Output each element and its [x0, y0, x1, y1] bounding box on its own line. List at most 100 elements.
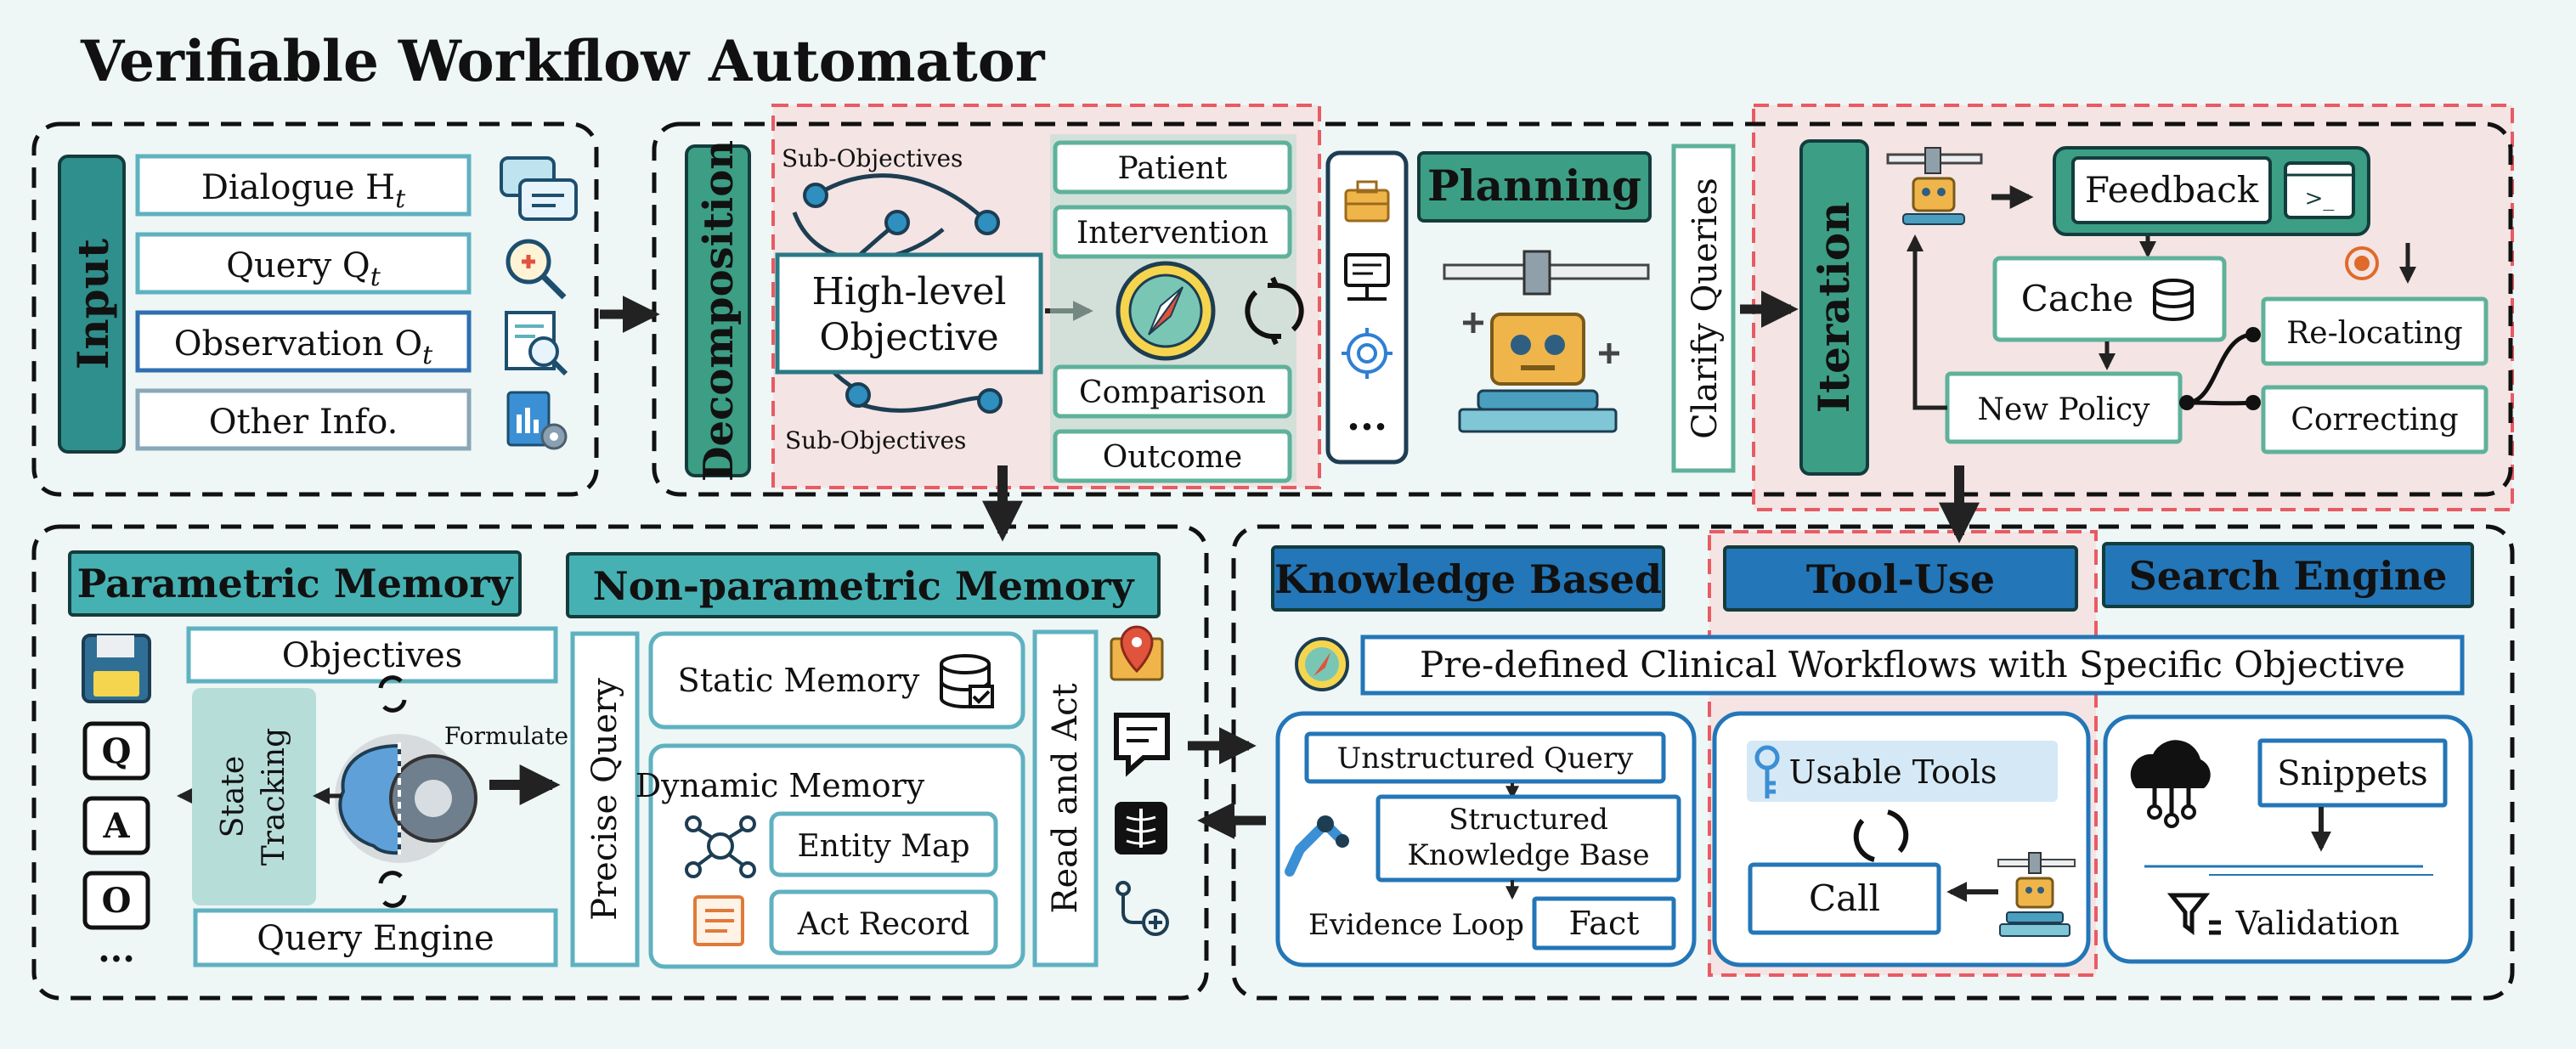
call-label: Call: [1809, 877, 1880, 919]
cache-label: Cache: [2021, 278, 2134, 319]
input-other-label: Other Info.: [209, 403, 398, 442]
precise-query-box: [570, 631, 640, 967]
answer-letter: A: [102, 806, 130, 846]
question-letter-box: [82, 721, 150, 781]
input-item-observation: [135, 310, 472, 373]
planning-ellipsis: ...: [1347, 393, 1387, 439]
snippets-label: Snippets: [2277, 754, 2427, 793]
structured-kb-line1: Structured: [1449, 803, 1608, 837]
correcting-label: Correcting: [2291, 403, 2458, 437]
feedback-label: Feedback: [2085, 169, 2259, 211]
filter-list-icon: [2166, 893, 2221, 935]
map-pin-icon: [1110, 625, 1164, 681]
analytics-gear-icon: [506, 391, 568, 450]
database-gear-icon: [2153, 279, 2194, 321]
decomposition-header: [685, 144, 751, 477]
planning-tool-strip: [1325, 150, 1409, 465]
sub-objectives-top-label: Sub-Objectives: [782, 144, 963, 172]
workflow-banner-label: Pre-defined Clinical Workflows with Spec…: [1420, 644, 2405, 685]
chat-icon: [500, 156, 578, 221]
observation-letter: O: [102, 881, 132, 921]
observation-letter-box: [82, 871, 150, 930]
tool-use-header: [1723, 545, 2078, 612]
pico-intervention-label: Intervention: [1076, 216, 1268, 251]
cloud-network-icon: [2130, 740, 2211, 828]
input-item-dialogue: [135, 154, 472, 217]
document-search-icon: [505, 311, 568, 376]
structured-kb-line2: Knowledge Base: [1407, 838, 1649, 872]
nonparametric-memory-label: Non-parametric Memory: [593, 563, 1135, 609]
correcting-box: [2261, 385, 2488, 454]
input-query-label: Query Qt: [226, 246, 381, 292]
robot-arm-icon: [1285, 815, 1349, 877]
iteration-header: [1799, 139, 1869, 476]
static-memory-label: Static Memory: [678, 662, 920, 699]
nonparametric-memory-header: [566, 552, 1161, 618]
read-and-act-label: Read and Act: [1046, 683, 1085, 913]
sub-objective-nodes: [803, 183, 1003, 414]
entity-map-box: [769, 811, 998, 877]
arrow-policy-loop-back: [1907, 234, 1947, 410]
iteration-header-label: Iteration: [1809, 202, 1859, 414]
branch-node-correcting: [2246, 395, 2261, 410]
structured-kb-box: [1376, 794, 1681, 883]
objectives-box: [186, 626, 558, 684]
target-icon: [1342, 328, 1393, 379]
floppy-disk-icon: [82, 634, 151, 703]
sync-icon-top: [378, 675, 407, 713]
tool-use-label: Tool-Use: [1806, 556, 1995, 602]
database-check-icon: [940, 654, 994, 708]
planning-header-label: Planning: [1427, 161, 1641, 211]
act-record-label: Act Record: [797, 907, 970, 942]
new-policy-label: New Policy: [1977, 392, 2150, 427]
pico-patient-label: Patient: [1117, 151, 1228, 186]
snippets-box: [2257, 738, 2448, 808]
pico-comparison-label: Comparison: [1079, 375, 1266, 410]
query-engine-label: Query Engine: [257, 919, 494, 958]
call-box: [1748, 862, 1941, 935]
input-item-other: [135, 388, 472, 451]
brain-gear-icon: [335, 734, 477, 863]
formulate-label: Formulate: [444, 722, 568, 750]
usable-tools-box: [1747, 741, 2058, 802]
sync-icon-bottom: [378, 871, 407, 908]
pico-comparison-box: [1053, 364, 1292, 419]
planning-header: [1417, 151, 1652, 223]
pico-patient-box: [1053, 140, 1292, 195]
search-engine-header: [2102, 542, 2474, 608]
decomposition-header-label: Decomposition: [695, 140, 743, 482]
knowledge-based-header: [1271, 545, 1665, 612]
pico-intervention-box: [1053, 205, 1292, 259]
record-list-icon: [693, 895, 744, 946]
input-header-label: Input: [68, 239, 118, 369]
memory-panel: [31, 524, 1209, 1001]
clarify-queries-box: [1671, 144, 1736, 473]
route-plus-icon: [1116, 881, 1169, 936]
tool-robot-icon: [1997, 852, 2076, 937]
static-memory-box: [648, 631, 1025, 730]
fact-box: [1532, 896, 1676, 950]
workflow-banner: [1360, 634, 2465, 696]
fact-label: Fact: [1569, 905, 1640, 942]
question-letter: Q: [102, 731, 132, 771]
state-tracking-box: [192, 688, 316, 905]
query-engine-box: [193, 908, 558, 967]
input-dialogue-label: Dialogue Ht: [201, 168, 406, 214]
input-observation-label: Observation Ot: [174, 324, 433, 370]
act-record-box: [769, 889, 998, 956]
read-and-act-box: [1032, 629, 1099, 967]
xray-scan-icon: [1115, 802, 1167, 854]
relocate-target-icon: [2345, 246, 2379, 280]
svg-text:>_: >_: [2305, 186, 2335, 211]
dynamic-memory-label: Dynamic Memory: [636, 767, 925, 804]
pico-outcome-label: Outcome: [1103, 440, 1242, 475]
unstructured-query-label: Unstructured Query: [1337, 742, 1635, 775]
compass-small-icon: [1295, 637, 1349, 691]
state-tracking-line2: Tracking: [257, 728, 291, 866]
objective-line1: High-level: [812, 270, 1007, 313]
objective-line2: Objective: [819, 316, 998, 359]
toolbox-icon: [1344, 180, 1390, 223]
search-engine-label: Search Engine: [2129, 553, 2448, 599]
